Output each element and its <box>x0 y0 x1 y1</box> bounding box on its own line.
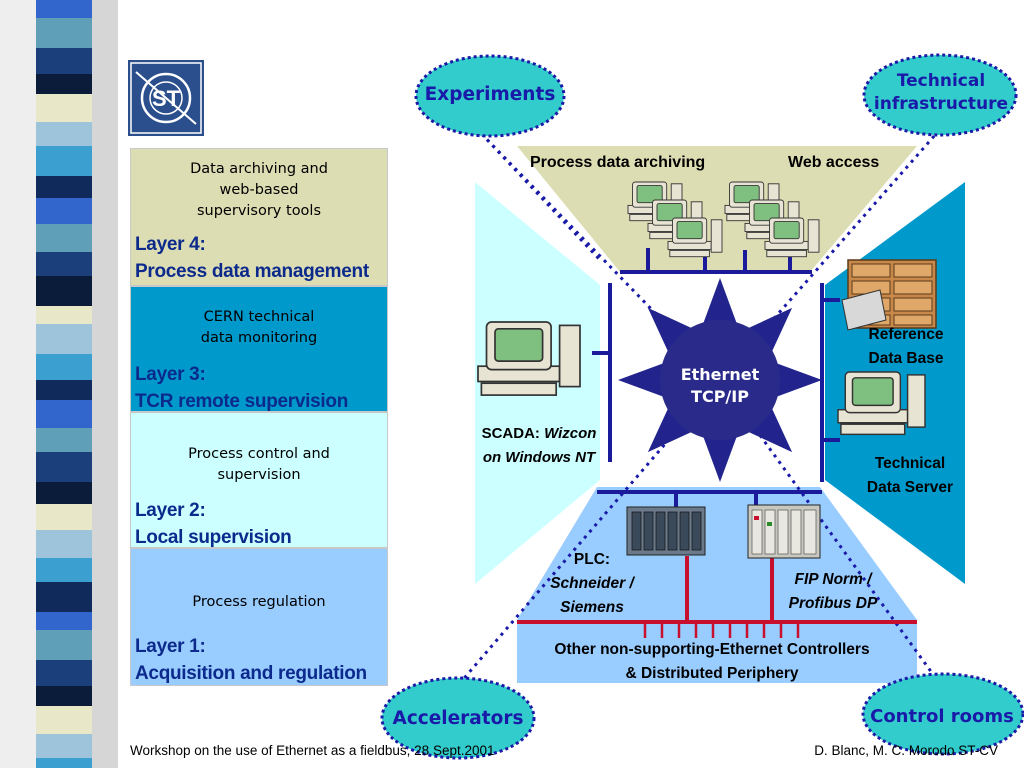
stripe-segment <box>36 452 92 482</box>
stripe-segment <box>36 276 92 306</box>
stripe-segment <box>36 224 92 252</box>
plc-vendors: Schneider / Siemens <box>550 575 634 616</box>
stripe-segment <box>36 582 92 612</box>
stripe-segment <box>36 198 92 224</box>
stripe-segment <box>36 380 92 400</box>
layer-3-title: Layer 3: TCR remote supervision <box>135 364 349 412</box>
layer-4-title: Layer 4: Process data management <box>135 234 369 282</box>
accelerators-oval <box>380 676 536 760</box>
ethernet-label: Ethernet TCP/IP <box>680 365 760 406</box>
stripe-segment <box>36 176 92 198</box>
experiments-label: Experiments <box>424 84 556 105</box>
ethernet-hub <box>660 320 780 440</box>
web-access-label: Web access <box>788 154 880 171</box>
layer-3-box: CERN technical data monitoring Layer 3: … <box>130 286 388 412</box>
stripe-segment <box>36 706 92 734</box>
stripe-segment <box>36 400 92 428</box>
siemens-rack-icon <box>747 504 821 559</box>
layer-2-box: Process control and supervision Layer 2:… <box>130 412 388 548</box>
stripe-segment <box>36 0 92 18</box>
experiments-oval <box>414 54 566 138</box>
stripe-segment <box>36 48 92 74</box>
scada-label: SCADA: Wizcon on Windows NT <box>472 422 606 470</box>
stripe-segment <box>36 558 92 582</box>
logo-text: ST <box>152 86 181 111</box>
scada-prefix: SCADA: <box>481 425 545 442</box>
stripe-segment <box>36 758 92 768</box>
stripe-segment <box>36 530 92 558</box>
layer-2-title: Layer 2: Local supervision <box>135 500 292 548</box>
stripe-segment <box>36 306 92 324</box>
data-server-label: Technical Data Server <box>866 455 954 496</box>
control-rooms-label: Control rooms <box>870 706 1014 727</box>
stripe-segment <box>36 18 92 48</box>
stripe-segment <box>36 122 92 146</box>
stripe-segment <box>36 354 92 380</box>
layer-1-title: Layer 1: Acquisition and regulation <box>135 636 367 684</box>
stripe-segment <box>36 146 92 176</box>
accelerators-label: Accelerators <box>392 708 524 729</box>
footer-authors: D. Blanc, M. C. Morodo ST-CV <box>814 743 998 758</box>
technical-infrastructure-label: Technical infrastructure <box>873 71 1009 114</box>
reference-db-label: Reference Data Base <box>868 326 944 367</box>
stripe-segment <box>36 660 92 686</box>
fieldbus <box>517 556 917 624</box>
control-rooms-oval <box>861 672 1024 756</box>
fieldbus-drops <box>643 622 800 638</box>
cern-logo-icon: ST <box>128 60 204 136</box>
filing-cabinet-icon <box>841 259 937 331</box>
layer-1-box: Process regulation Layer 1: Acquisition … <box>130 548 388 686</box>
scada-software: Wizcon on Windows NT <box>482 425 597 466</box>
data-server-workstation-icon <box>837 371 926 436</box>
stripe-segment <box>36 630 92 660</box>
scada-workstation-icon <box>477 321 581 396</box>
stripe-segment <box>36 734 92 758</box>
fip-label: FIP Norm / Profibus DP <box>788 571 878 612</box>
stripe-segment <box>36 504 92 530</box>
stripe-segment <box>36 686 92 706</box>
stripe-segment <box>36 324 92 354</box>
layer-3-description: CERN technical data monitoring <box>200 309 318 346</box>
plc-title: PLC: <box>573 551 611 568</box>
plc-rack-icon <box>626 506 706 556</box>
layer-4-description: Data archiving and web-based supervisory… <box>190 161 328 219</box>
layer-4-box: Data archiving and web-based supervisory… <box>130 148 388 286</box>
plc-label: PLC: Schneider / Siemens <box>540 548 644 620</box>
technical-oval <box>862 53 1018 137</box>
stripe-segment <box>36 252 92 276</box>
footer-workshop: Workshop on the use of Ethernet as a fie… <box>130 743 495 758</box>
archiving-label: Process data archiving <box>530 154 706 171</box>
stripe-segment <box>36 94 92 122</box>
stripe-segment <box>36 428 92 452</box>
stripe-segment <box>36 482 92 504</box>
stripe-segment <box>36 612 92 630</box>
layer-2-description: Process control and supervision <box>188 446 330 483</box>
decorative-stripe <box>0 0 118 768</box>
layer-1-description: Process regulation <box>192 594 326 610</box>
other-controllers-label: Other non-supporting-Ethernet Controller… <box>554 641 870 682</box>
stripe-segment <box>36 74 92 94</box>
ethernet-bus <box>592 248 840 510</box>
